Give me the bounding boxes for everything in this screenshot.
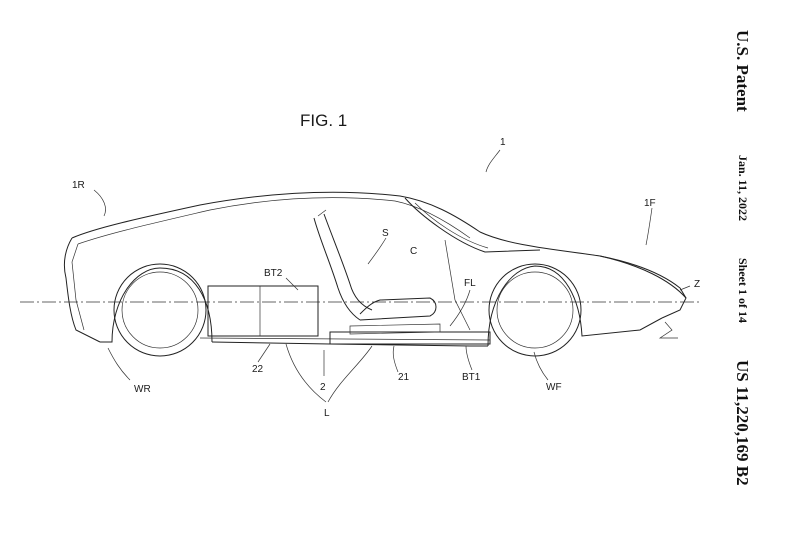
label-battery-front: BT1 [462, 372, 481, 383]
battery-rear-bt2 [207, 285, 319, 337]
rear-wheel [113, 263, 207, 357]
label-floor: FL [464, 278, 476, 289]
label-frame-21: 21 [398, 372, 410, 383]
seat [313, 209, 441, 335]
label-rear: 1R [72, 180, 85, 191]
label-front: 1F [644, 198, 656, 209]
patent-number: US 11,220,169 B2 [733, 360, 752, 486]
label-seat: S [382, 228, 389, 239]
label-axis: Z [694, 279, 700, 290]
label-cabin: C [410, 246, 417, 257]
label-battery-rear: BT2 [264, 268, 283, 279]
patent-type: U.S. Patent [733, 30, 752, 112]
front-wheel [488, 263, 582, 357]
label-part-2: 2 [320, 382, 326, 393]
label-front-wheel: WF [546, 382, 562, 393]
sheet-number: Sheet 1 of 14 [736, 258, 750, 323]
battery-front-bt1 [329, 331, 491, 345]
label-frame-22: 22 [252, 364, 264, 375]
label-rear-wheel: WR [134, 384, 151, 395]
label-vehicle: 1 [500, 137, 506, 148]
figure-title: FIG. 1 [300, 111, 347, 130]
leader-lines [93, 149, 691, 403]
label-length: L [324, 408, 330, 419]
patent-date: Jan. 11, 2022 [736, 155, 750, 222]
car-body-outline [63, 191, 687, 347]
